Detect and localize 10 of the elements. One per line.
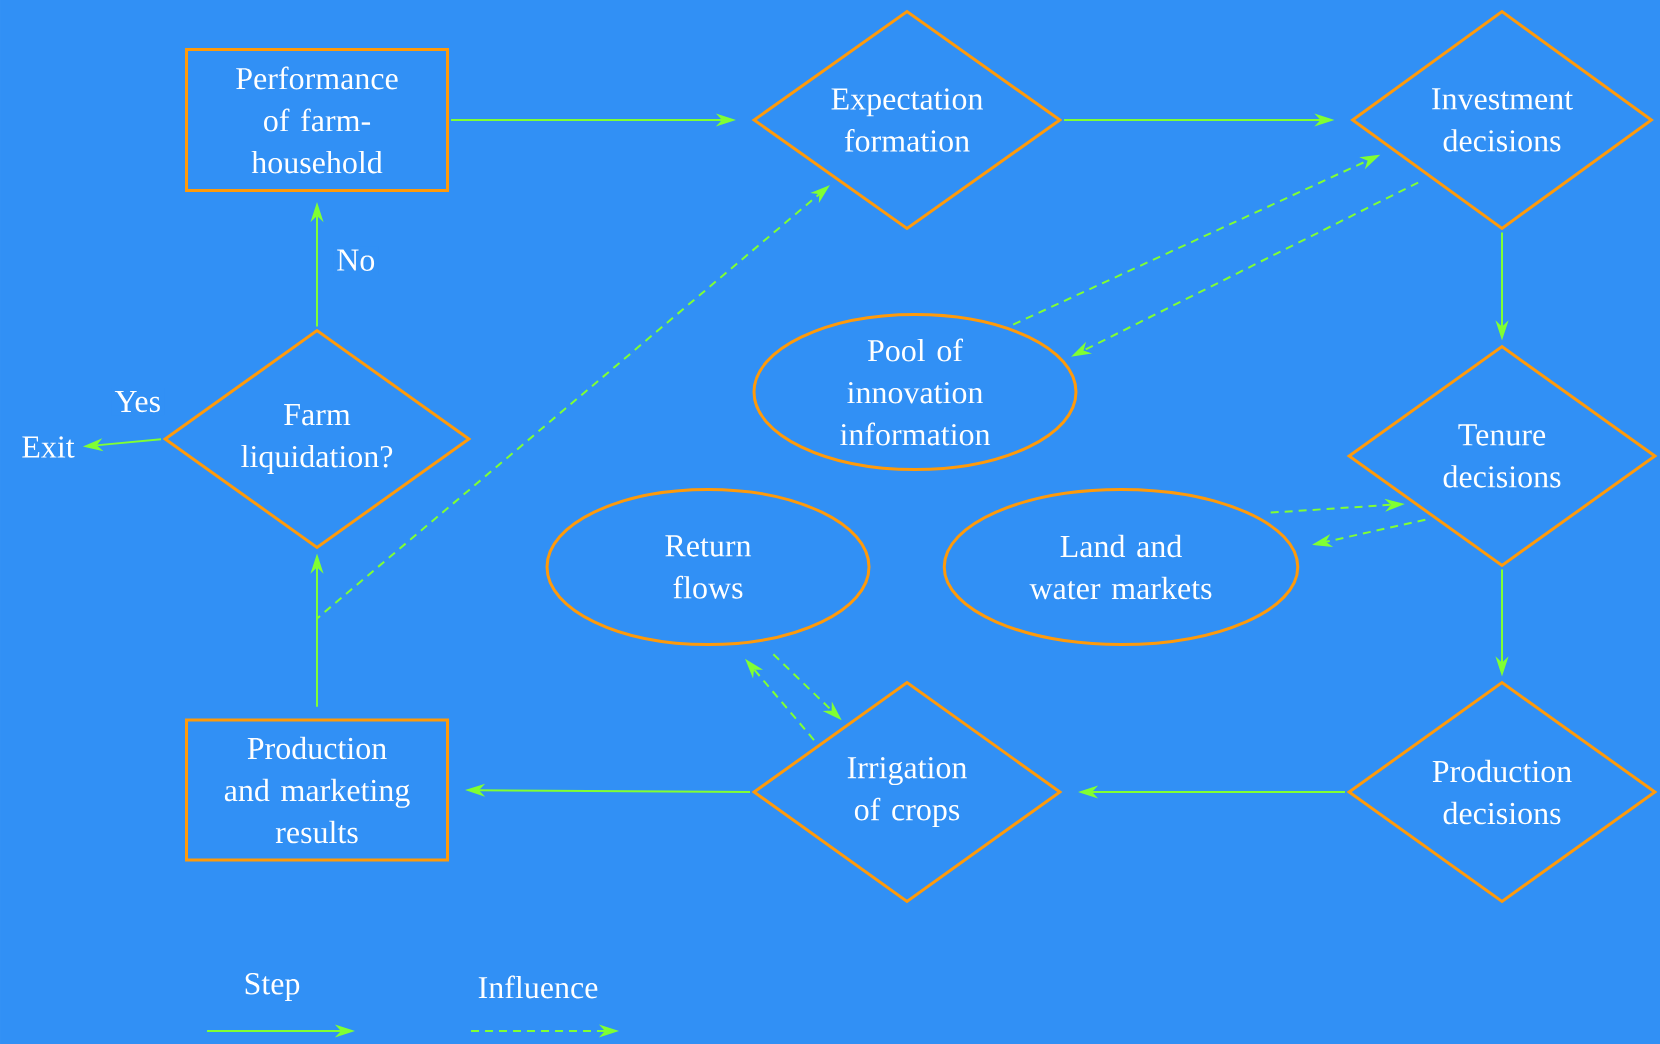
legend-text: Influence [478,975,598,999]
edge-label: Yes [111,387,165,416]
ellipse-node: Land and water markets [942,488,1300,646]
ellipse-node: Return flows [545,488,871,646]
process-box: Production and marketing results [185,718,449,862]
legend-text: Step [245,973,300,1001]
exit-text: Exit [22,436,75,458]
ellipse-node: Pool of innovation information [752,313,1078,471]
process-box: Performance of farm-household [185,48,449,192]
edge-label: No [333,246,379,274]
